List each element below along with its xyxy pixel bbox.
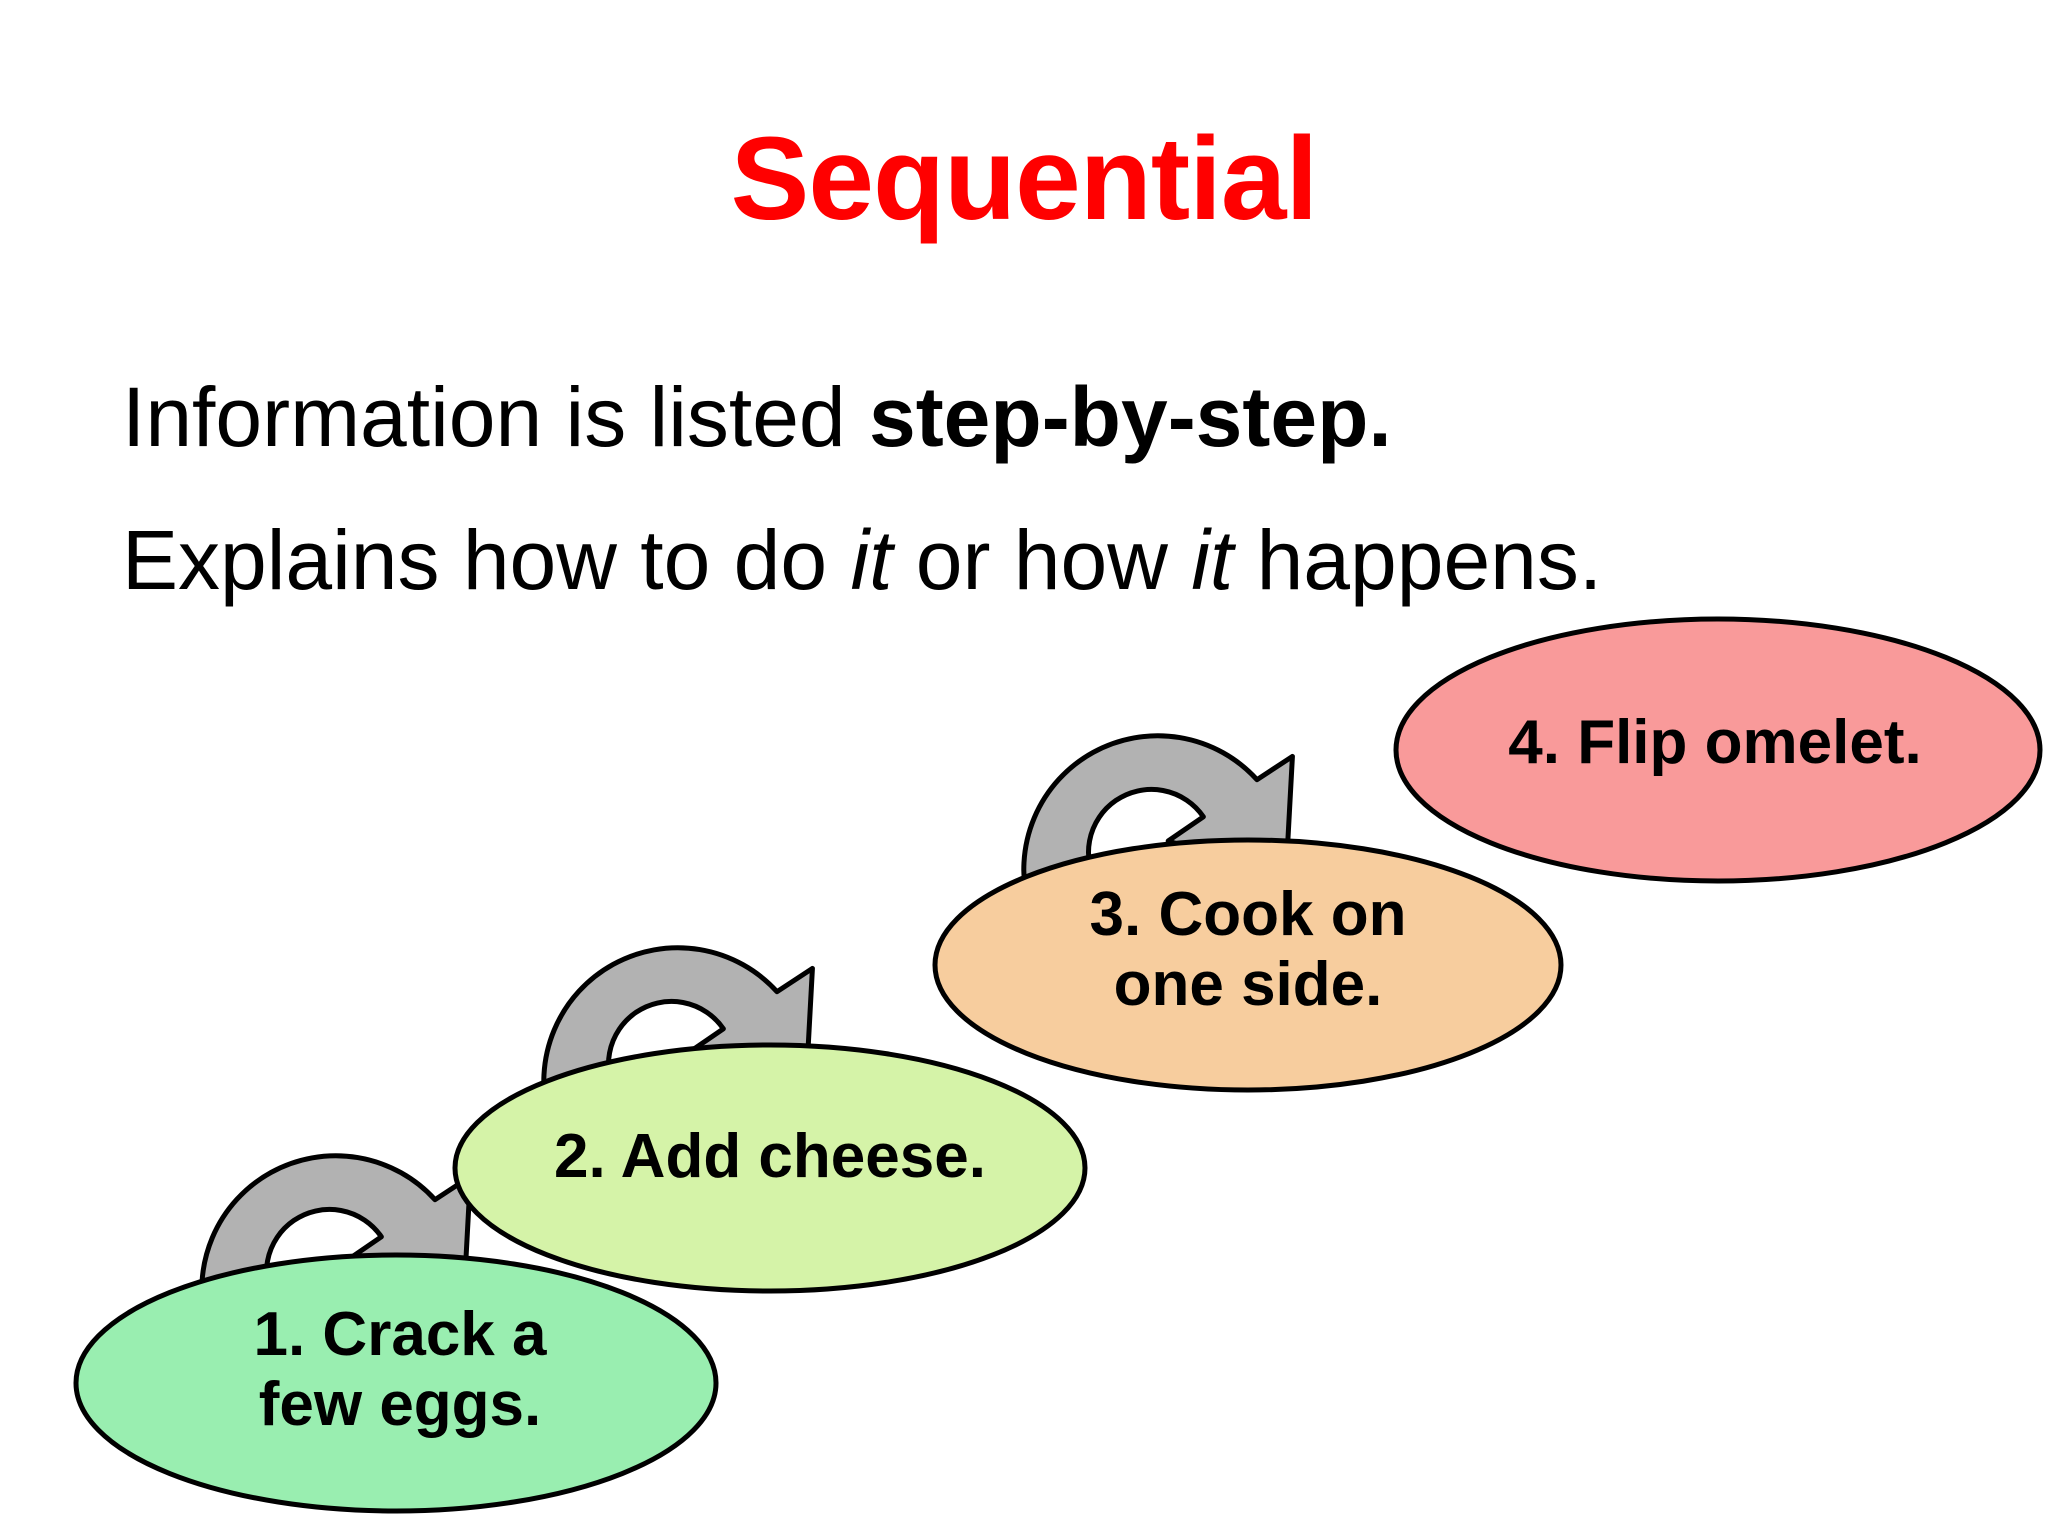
flow-arrow-1	[199, 1153, 473, 1329]
body-line-2-italic-2: it	[1191, 513, 1234, 607]
flow-oval-step-2[interactable]	[452, 1042, 1088, 1294]
arrow-1-shape	[199, 1153, 473, 1329]
flow-oval-step-3[interactable]	[932, 837, 1564, 1093]
flow-arrow-2	[541, 945, 815, 1121]
body-line-2: Explains how to do it or how it happens.	[122, 518, 1602, 602]
arrow-3-shape	[1021, 733, 1295, 909]
flow-arrow-3	[1021, 733, 1295, 909]
body-line-1-emphasis: step-by-step.	[868, 370, 1392, 464]
flow-oval-step-1[interactable]	[73, 1252, 719, 1514]
page-title: Sequential	[730, 113, 1319, 245]
body-line-1-plain: Information is listed	[122, 370, 869, 464]
body-line-1: Information is listed step-by-step.	[122, 375, 1392, 459]
body-line-2-part1: Explains how to do	[122, 513, 851, 607]
body-line-2-part3: happens.	[1233, 513, 1603, 607]
arrow-2-shape	[541, 945, 815, 1121]
body-line-2-part2: or how	[892, 513, 1192, 607]
flow-oval-step-4[interactable]	[1393, 616, 2043, 884]
body-line-2-italic-1: it	[850, 513, 893, 607]
